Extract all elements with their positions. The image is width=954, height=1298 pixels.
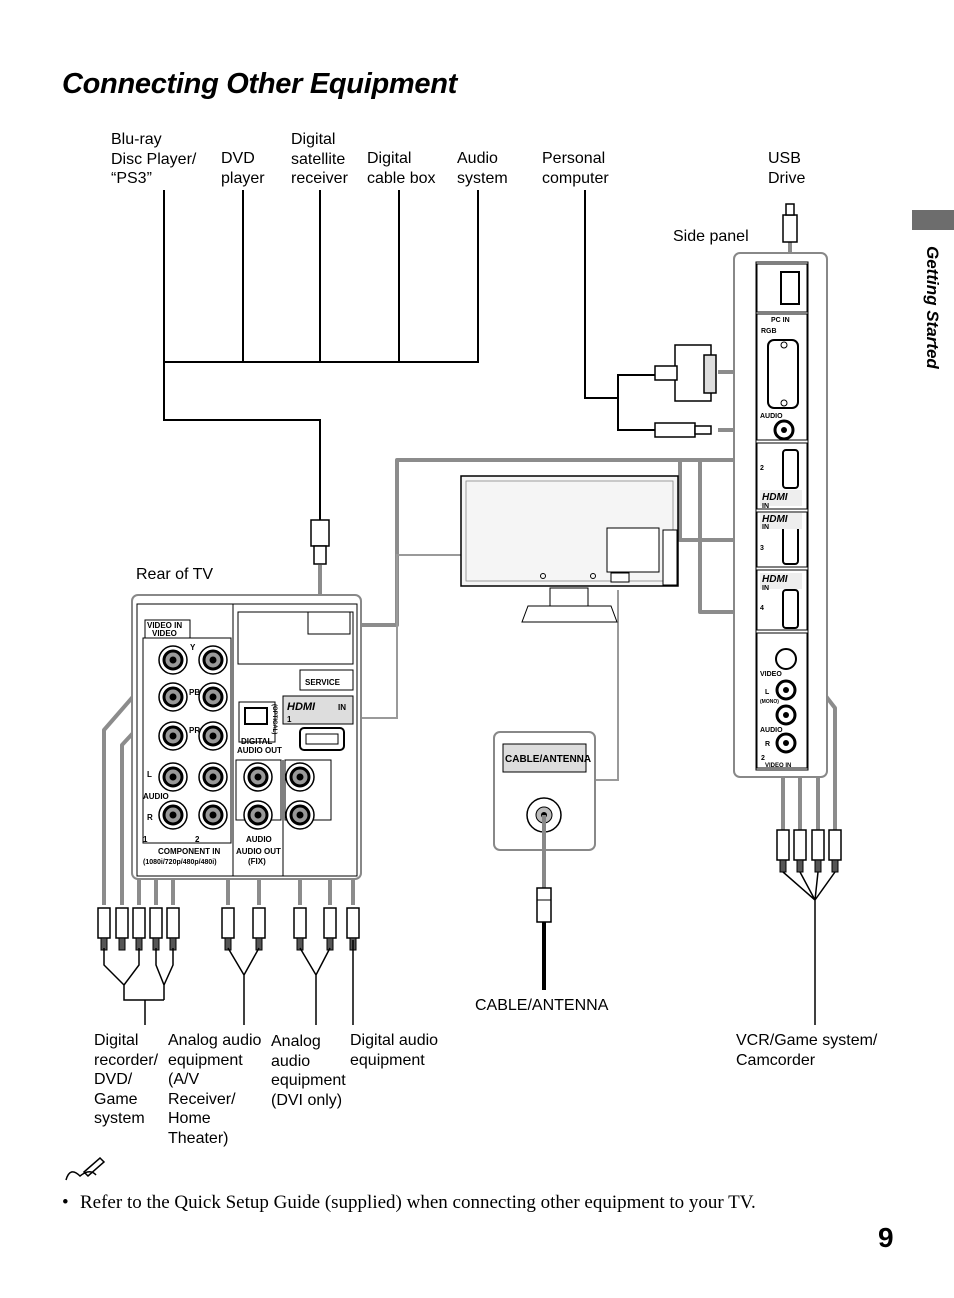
- svg-text:HDMI: HDMI: [287, 701, 316, 713]
- svg-text:(1080i/720p/480p/480i): (1080i/720p/480p/480i): [143, 859, 217, 866]
- svg-text:R: R: [765, 741, 770, 748]
- label-bluray: Blu-ray Disc Player/ “PS3”: [111, 131, 197, 187]
- rca-plugs-left: [97, 907, 360, 951]
- tv-rear-illustration: [460, 475, 679, 623]
- svg-text:IN: IN: [762, 524, 769, 531]
- svg-text:AUDIO: AUDIO: [143, 792, 169, 801]
- section-label: Getting Started: [923, 246, 942, 369]
- svg-text:HDMI: HDMI: [762, 514, 788, 525]
- section-tab-marker: [912, 210, 954, 230]
- svg-text:IN: IN: [762, 503, 769, 510]
- svg-text:2: 2: [761, 755, 765, 762]
- note-line: • Refer to the Quick Setup Guide (supplie…: [62, 1192, 756, 1214]
- rca-plug: [776, 829, 790, 861]
- svg-text:PC IN: PC IN: [771, 317, 790, 324]
- label-analog-audio: Analog audio equipment (A/V Receiver/ Ho…: [168, 1032, 262, 1147]
- svg-text:AUDIO OUT: AUDIO OUT: [237, 746, 282, 755]
- label-vcr: VCR/Game system/ Camcorder: [736, 1032, 878, 1069]
- note-bullet: •: [62, 1192, 69, 1213]
- rca-plug: [149, 907, 163, 939]
- svg-text:VIDEO: VIDEO: [760, 671, 782, 678]
- rca-plugs-vcr: [776, 829, 842, 873]
- svg-text:IN: IN: [762, 585, 769, 592]
- svg-text:(MONO): (MONO): [760, 699, 779, 705]
- label-personal-computer: Personal computer: [542, 150, 609, 187]
- svg-text:AUDIO: AUDIO: [760, 727, 783, 734]
- rca-plug: [828, 829, 842, 861]
- label-audio-system: Audio system: [457, 150, 508, 187]
- label-dvd: DVD player: [221, 150, 265, 187]
- svg-text:IN: IN: [338, 703, 346, 712]
- label-digital-audio: Digital audio equipment: [350, 1032, 439, 1069]
- svg-text:DIGITAL: DIGITAL: [241, 737, 273, 746]
- svg-text:AUDIO OUT: AUDIO OUT: [236, 847, 281, 856]
- rca-plug: [811, 829, 825, 861]
- pencil-note-icon: [65, 1156, 106, 1181]
- svg-text:VIDEO IN: VIDEO IN: [147, 621, 182, 630]
- rca-plug: [323, 907, 337, 939]
- side-panel-text: PC IN RGB AUDIO 2 3 4 HDMI IN HDMI IN HD…: [760, 317, 791, 769]
- rca-plug: [346, 907, 360, 939]
- svg-text:SERVICE: SERVICE: [305, 678, 341, 687]
- svg-text:L: L: [765, 689, 770, 696]
- note-text: Refer to the Quick Setup Guide (supplied…: [80, 1192, 756, 1213]
- rear-panel-text: VIDEO IN VIDEO Y PB PR L AUDIO R 1 2 COM…: [143, 621, 346, 866]
- label-side-panel: Side panel: [673, 228, 749, 245]
- svg-text:(OPTICAL): (OPTICAL): [271, 704, 277, 734]
- page-title: Connecting Other Equipment: [62, 68, 457, 100]
- label-rear-of-tv: Rear of TV: [136, 566, 214, 583]
- svg-text:VIDEO IN: VIDEO IN: [765, 763, 791, 769]
- label-cable-box: Digital cable box: [367, 150, 436, 187]
- svg-text:AUDIO: AUDIO: [760, 413, 783, 420]
- svg-text:1: 1: [287, 715, 292, 724]
- svg-text:1: 1: [143, 835, 148, 844]
- svg-text:(FIX): (FIX): [248, 857, 266, 866]
- source-cables: [163, 190, 655, 520]
- svg-text:R: R: [147, 813, 153, 822]
- rca-plug: [97, 907, 111, 939]
- svg-text:VIDEO: VIDEO: [152, 629, 177, 638]
- rca-plug: [221, 907, 235, 939]
- rear-panel-jacks: [158, 645, 315, 830]
- svg-text:4: 4: [760, 605, 764, 612]
- rca-plug: [132, 907, 146, 939]
- page-number: 9: [878, 1222, 894, 1253]
- label-analog-audio-dvi: Analog audio equipment (DVI only): [271, 1033, 346, 1109]
- rca-plug: [252, 907, 266, 939]
- label-digital-recorder: Digital recorder/ DVD/ Game system: [94, 1032, 159, 1127]
- svg-text:Y: Y: [190, 643, 196, 652]
- label-cable-antenna: CABLE/ANTENNA: [475, 997, 609, 1014]
- svg-text:PB: PB: [189, 688, 200, 697]
- svg-text:2: 2: [195, 835, 200, 844]
- svg-text:AUDIO: AUDIO: [246, 835, 272, 844]
- svg-text:COMPONENT IN: COMPONENT IN: [158, 847, 220, 856]
- svg-text:HDMI: HDMI: [762, 492, 788, 503]
- svg-text:2: 2: [760, 465, 764, 472]
- rca-plug: [115, 907, 129, 939]
- svg-text:L: L: [147, 770, 152, 779]
- svg-text:3: 3: [760, 545, 764, 552]
- svg-text:PR: PR: [189, 726, 200, 735]
- rca-plug: [793, 829, 807, 861]
- svg-text:RGB: RGB: [761, 328, 777, 335]
- label-satellite: Digital satellite receiver: [291, 131, 348, 187]
- label-usb-drive: USB Drive: [768, 150, 806, 187]
- rca-plug: [293, 907, 307, 939]
- cable-antenna-port-label: CABLE/ANTENNA: [505, 754, 591, 765]
- cable-antenna-panel: CABLE/ANTENNA: [493, 731, 596, 990]
- svg-text:HDMI: HDMI: [762, 574, 788, 585]
- connector-plugs: [310, 203, 798, 565]
- grouping-lines: [103, 871, 836, 1025]
- side-panel: [733, 252, 828, 778]
- rca-plug: [166, 907, 180, 939]
